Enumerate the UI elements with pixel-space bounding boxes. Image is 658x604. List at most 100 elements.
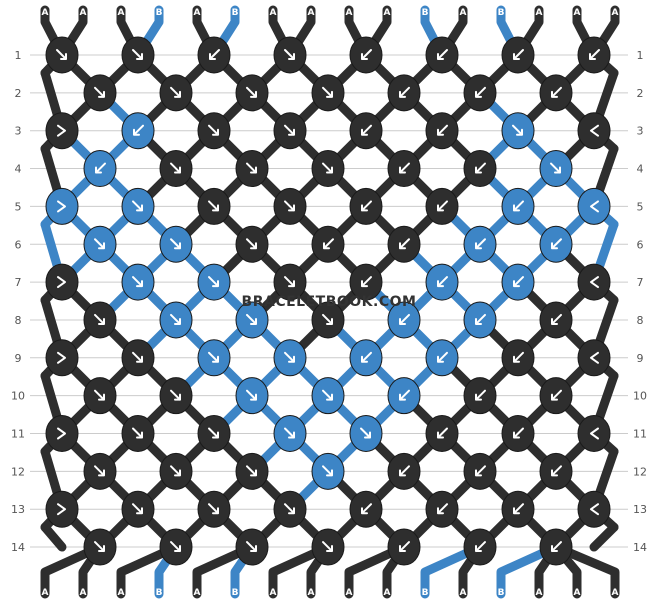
knot — [273, 415, 307, 452]
knot — [45, 490, 79, 528]
knot — [159, 301, 193, 339]
top-string-letter: A — [536, 8, 543, 18]
knot — [387, 150, 421, 188]
knot-direction-arrow-icon — [399, 238, 410, 250]
top-string-letter: A — [118, 8, 125, 18]
knot-direction-arrow-icon — [475, 162, 486, 174]
knot-direction-arrow-icon — [590, 503, 599, 516]
bottom-string-letter: A — [80, 588, 87, 598]
row-number-right: 11 — [633, 428, 647, 441]
top-string-letter: A — [346, 8, 353, 18]
knot — [539, 528, 573, 566]
row-number-right: 12 — [633, 465, 647, 478]
knot — [425, 339, 459, 377]
knot — [235, 150, 269, 188]
knot-direction-arrow-icon — [209, 49, 220, 60]
knot — [463, 452, 497, 490]
knot-direction-arrow-icon — [132, 351, 143, 363]
knot — [425, 490, 459, 528]
knot-direction-arrow-icon — [437, 503, 448, 515]
knot-direction-arrow-icon — [170, 238, 181, 250]
knot — [387, 225, 421, 263]
bottom-string — [116, 542, 181, 599]
knot — [577, 187, 611, 225]
knot — [235, 74, 269, 112]
knot-direction-arrow-icon — [590, 276, 599, 289]
knot — [349, 263, 383, 301]
knot — [273, 112, 307, 150]
row-number-left: 2 — [15, 87, 22, 100]
bottom-string-letter: A — [536, 588, 543, 598]
knot — [387, 377, 421, 415]
row-number-left: 6 — [15, 238, 22, 251]
knot — [387, 528, 421, 566]
knot-direction-arrow-icon — [132, 49, 143, 60]
knot — [539, 452, 573, 490]
knot-direction-arrow-icon — [361, 124, 372, 136]
knot-direction-arrow-icon — [590, 200, 599, 213]
knot-direction-arrow-icon — [550, 162, 561, 174]
knot-direction-arrow-icon — [208, 124, 219, 136]
row-number-right: 9 — [637, 352, 644, 365]
top-string-letter: A — [80, 8, 87, 18]
knot-oval — [577, 263, 611, 301]
knot — [45, 36, 79, 74]
edge-strand — [589, 522, 619, 552]
knot-direction-arrow-icon — [551, 389, 562, 401]
knot — [577, 263, 611, 301]
knot — [577, 490, 611, 528]
row-number-left: 11 — [11, 428, 25, 441]
row-number-right: 10 — [633, 390, 647, 403]
knot-direction-arrow-icon — [399, 389, 410, 401]
bottom-string-letter: B — [498, 588, 505, 598]
knot — [235, 225, 269, 263]
edge-strand — [40, 522, 67, 552]
knot-direction-arrow-icon — [361, 351, 372, 363]
knot-direction-arrow-icon — [95, 162, 106, 174]
knot-direction-arrow-icon — [437, 124, 448, 136]
knot — [387, 452, 421, 490]
knot — [121, 263, 155, 301]
knot-direction-arrow-icon — [246, 238, 257, 250]
knot-oval — [577, 415, 611, 452]
knot — [45, 339, 79, 377]
knot-direction-arrow-icon — [437, 351, 448, 363]
knot-direction-arrow-icon — [132, 503, 143, 515]
knot — [235, 301, 269, 339]
knot — [83, 301, 117, 339]
knot — [273, 187, 307, 225]
knot-direction-arrow-icon — [551, 238, 562, 250]
row-number-right: 1 — [637, 49, 644, 62]
knot-direction-arrow-icon — [284, 503, 295, 515]
bottom-string-letter: A — [118, 588, 125, 598]
knot-direction-arrow-icon — [284, 124, 295, 136]
knot-direction-arrow-icon — [94, 238, 105, 250]
knot — [45, 112, 79, 150]
knot-direction-arrow-icon — [322, 465, 333, 477]
knot — [539, 301, 573, 339]
knot — [197, 339, 231, 377]
row-number-right: 14 — [633, 541, 647, 554]
row-number-left: 13 — [11, 503, 25, 516]
knot — [159, 74, 193, 112]
knot — [577, 112, 611, 150]
knot-oval — [45, 187, 79, 225]
row-number-left: 9 — [15, 352, 22, 365]
knot-direction-arrow-icon — [322, 541, 333, 553]
knot — [197, 187, 231, 225]
knot-direction-arrow-icon — [399, 162, 410, 174]
knot-direction-arrow-icon — [208, 200, 219, 212]
knot-direction-arrow-icon — [590, 427, 599, 440]
top-string-letter: A — [270, 8, 277, 18]
knot — [83, 528, 117, 566]
knot-direction-arrow-icon — [322, 313, 333, 325]
knot — [425, 415, 459, 452]
knot — [83, 452, 117, 490]
knot-oval — [45, 339, 79, 377]
knot-direction-arrow-icon — [513, 427, 524, 439]
bottom-string-letter: A — [346, 588, 353, 598]
row-number-left: 10 — [11, 390, 25, 403]
knot-direction-arrow-icon — [513, 276, 524, 288]
knot-direction-arrow-icon — [437, 276, 448, 288]
